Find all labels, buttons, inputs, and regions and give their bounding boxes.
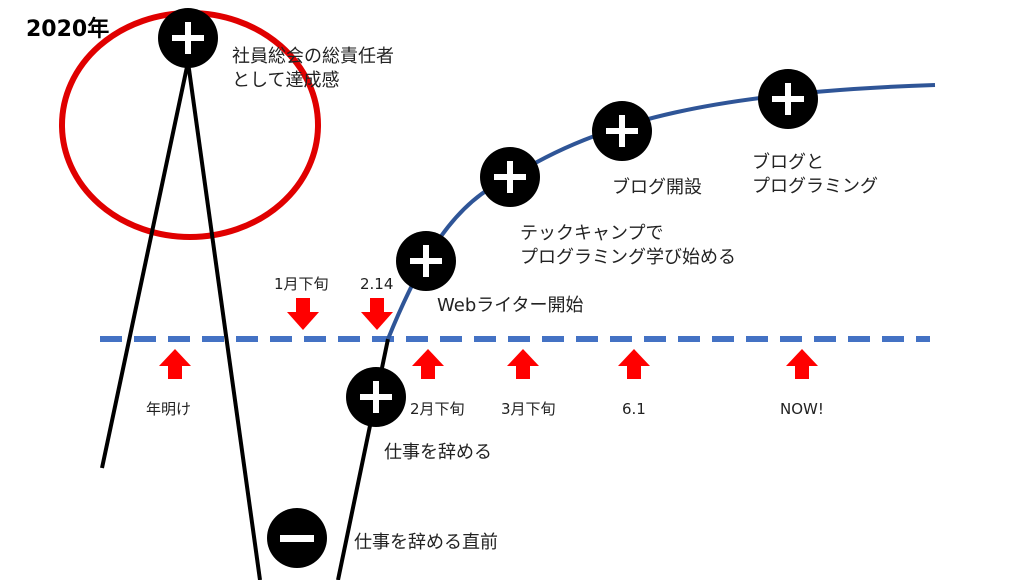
event-tech-camp-line-2: プログラミング学び始める (520, 247, 736, 268)
minus-icon (267, 508, 327, 568)
event-tech-camp-label: テックキャンプで プログラミング学び始める (520, 222, 736, 270)
arrow-up-icon (786, 349, 818, 379)
arrow-up-icon (159, 349, 191, 379)
event-peak-line-2: として達成感 (232, 70, 340, 91)
arrow-up-icon (412, 349, 444, 379)
timeline-feb-late: 2月下旬 (410, 400, 465, 418)
event-tech-camp-line-1: テックキャンプで (520, 223, 664, 244)
plus-icon (396, 231, 456, 291)
timeline-new-year: 年明け (146, 400, 192, 418)
event-blog-prog-label: ブログと プログラミング (752, 151, 878, 199)
event-blog-prog-line-1: ブログと (752, 152, 824, 173)
trend-line-down-right (186, 61, 262, 580)
event-quit-label: 仕事を辞める (384, 442, 492, 463)
timeline-jun1: 6.1 (622, 400, 646, 418)
arrow-up-icon (507, 349, 539, 379)
arrow-down-icon (287, 298, 319, 330)
event-blog-prog-line-2: プログラミング (752, 176, 878, 197)
event-web-writer-label: Webライター開始 (437, 295, 584, 316)
page-title: 2020年 (26, 17, 110, 42)
timeline-now: NOW! (780, 400, 824, 418)
arrow-up-icon (618, 349, 650, 379)
trend-line-down-left (100, 61, 190, 469)
event-peak-line-1: 社員総会の総責任者 (232, 46, 394, 67)
plus-icon (758, 69, 818, 129)
plus-icon (346, 367, 406, 427)
event-blog-open-label: ブログ開設 (612, 177, 702, 198)
timeline-mar-late: 3月下旬 (501, 400, 556, 418)
arrow-down-icon (361, 298, 393, 330)
plus-icon (480, 147, 540, 207)
event-peak-label: 社員総会の総責任者 として達成感 (232, 45, 394, 93)
event-quit-before-label: 仕事を辞める直前 (354, 532, 498, 553)
timeline-feb14: 2.14 (360, 275, 394, 293)
timeline-jan-late: 1月下旬 (274, 275, 329, 293)
plus-icon (592, 101, 652, 161)
plus-icon (158, 8, 218, 68)
